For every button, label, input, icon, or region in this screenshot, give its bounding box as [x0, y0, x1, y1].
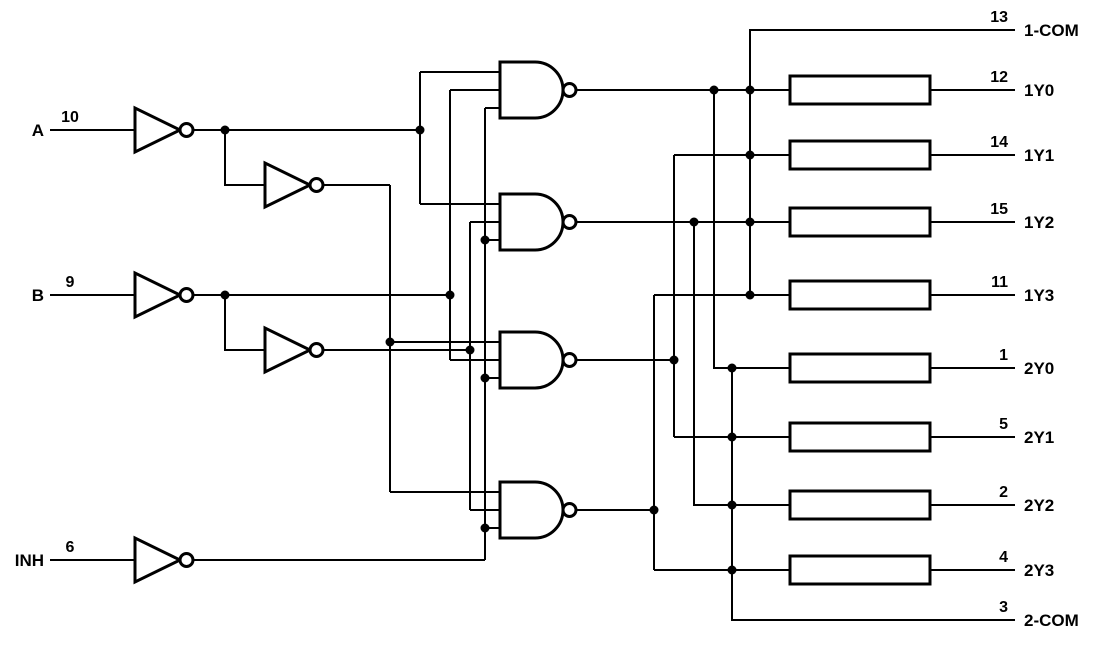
output-1y0-label: 1Y0 — [1024, 81, 1054, 100]
inverter-triangle — [133, 270, 184, 320]
common-1-pin: 13 — [990, 9, 1008, 26]
inverter-b-buffer — [263, 325, 325, 375]
junction-dot — [745, 217, 755, 227]
select-rail-wiring — [576, 89, 790, 571]
inverter-inh — [133, 535, 195, 585]
input-inh-label: INH — [15, 551, 44, 570]
output-2y1-label: 2Y1 — [1024, 428, 1054, 447]
junction-dot — [480, 235, 490, 245]
nand-gate-y0 — [498, 60, 578, 120]
nand-bubble — [561, 352, 578, 368]
switch-2y0 — [788, 352, 932, 384]
input-labels: A 10 B 9 INH 6 — [15, 109, 79, 570]
junction-dot — [745, 85, 755, 95]
inverter-bubble — [308, 342, 325, 358]
nand-gate-y1 — [498, 192, 578, 252]
inverter-a-buffer — [263, 160, 325, 210]
output-2y3-pin: 4 — [999, 549, 1008, 566]
common-2-label: 2-COM — [1024, 611, 1079, 630]
switch-2y1 — [788, 421, 932, 453]
output-1y3-label: 1Y3 — [1024, 286, 1054, 305]
output-2y0-label: 2Y0 — [1024, 359, 1054, 378]
input-b-pin: 9 — [66, 274, 75, 291]
junction-dot — [727, 500, 737, 510]
inverter-bubble — [178, 552, 195, 568]
inverter-triangle — [133, 105, 184, 155]
junction-dot — [465, 345, 475, 355]
inverter-triangle — [133, 535, 184, 585]
output-1y3-pin: 11 — [991, 274, 1008, 291]
nand-bubble — [561, 214, 578, 230]
junction-dot — [480, 523, 490, 533]
output-1y0-pin: 12 — [990, 69, 1008, 86]
switch-1y2 — [788, 206, 932, 238]
junction-dots — [220, 85, 755, 575]
output-2y2-pin: 2 — [999, 484, 1008, 501]
common-2-pin: 3 — [999, 599, 1008, 616]
junction-dot — [445, 290, 455, 300]
output-1y1-pin: 14 — [990, 134, 1008, 151]
switch-1y1 — [788, 139, 932, 171]
junction-dot — [220, 125, 230, 135]
output-1y2-pin: 15 — [990, 201, 1008, 218]
inverter-bubble — [178, 287, 195, 303]
input-a-pin: 10 — [61, 109, 79, 126]
output-2y1-pin: 5 — [999, 416, 1008, 433]
output-2y3-label: 2Y3 — [1024, 561, 1054, 580]
input-b-label: B — [32, 286, 44, 305]
analog-switches — [788, 74, 932, 586]
junction-dot — [669, 355, 679, 365]
junction-dot — [689, 217, 699, 227]
junction-dot — [745, 290, 755, 300]
nand-body — [498, 480, 565, 540]
junction-dot — [727, 565, 737, 575]
nand-gate-y3 — [498, 480, 578, 540]
nand-gate-y2 — [498, 330, 578, 390]
switch-1y3 — [788, 279, 932, 311]
junction-dot — [745, 150, 755, 160]
output-labels: 12 1Y0 14 1Y1 15 1Y2 11 1Y3 1 2Y0 5 2Y1 … — [990, 69, 1054, 580]
nand-body — [498, 192, 565, 252]
wires — [50, 29, 1015, 621]
common-output-wiring — [731, 29, 1015, 621]
junction-dot — [709, 85, 719, 95]
junction-dot — [649, 505, 659, 515]
output-2y2-label: 2Y2 — [1024, 496, 1054, 515]
junction-dot — [385, 337, 395, 347]
inverter-bubble — [178, 122, 195, 138]
inverter-a — [133, 105, 195, 155]
output-1y2-label: 1Y2 — [1024, 213, 1054, 232]
common-labels: 13 1-COM 3 2-COM — [990, 9, 1079, 630]
junction-dot — [480, 373, 490, 383]
output-1y1-label: 1Y1 — [1024, 146, 1054, 165]
switch-1y0 — [788, 74, 932, 106]
junction-dot — [220, 290, 230, 300]
nand-body — [498, 330, 565, 390]
input-inh-pin: 6 — [66, 539, 75, 556]
nand-body — [498, 60, 565, 120]
inverter-triangle — [263, 160, 314, 210]
inverter-bubble — [308, 177, 325, 193]
inverter-triangle — [263, 325, 314, 375]
inverter-b — [133, 270, 195, 320]
input-a-label: A — [32, 121, 44, 140]
switch-2y3 — [788, 554, 932, 586]
switch-2y2 — [788, 489, 932, 521]
junction-dot — [727, 432, 737, 442]
junction-dot — [415, 125, 425, 135]
nand-bubble — [561, 82, 578, 98]
junction-dot — [727, 363, 737, 373]
output-2y0-pin: 1 — [999, 347, 1008, 364]
input-wiring — [50, 71, 500, 561]
nand-bubble — [561, 502, 578, 518]
common-1-label: 1-COM — [1024, 21, 1079, 40]
